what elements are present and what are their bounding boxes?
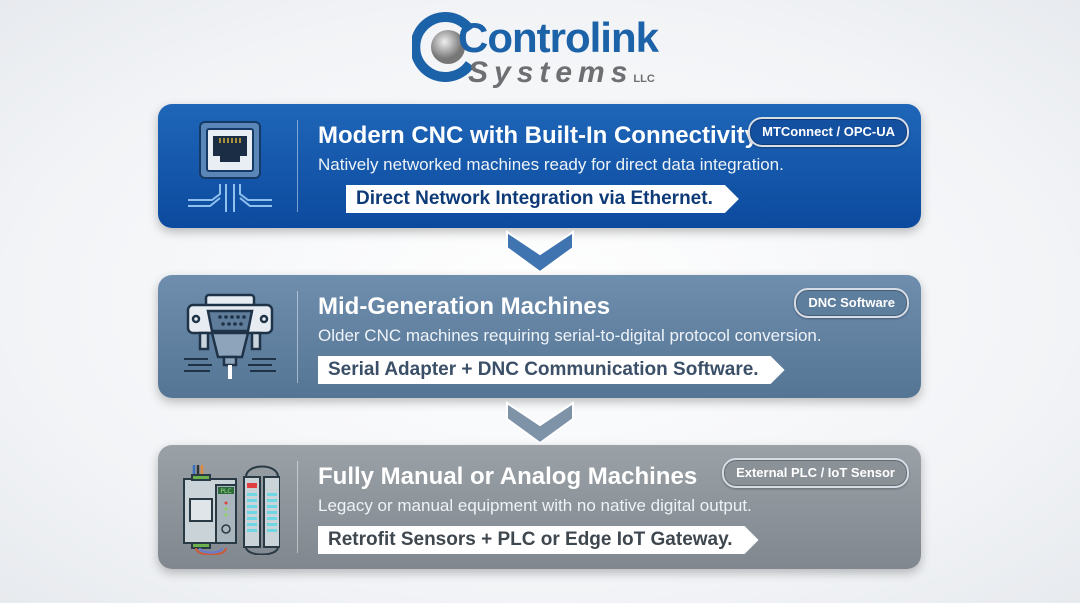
tier-title: Modern CNC with Built-In Connectivity (318, 122, 758, 149)
tier-title: Mid-Generation Machines (318, 293, 611, 320)
tier-card-manual-analog: PLC Fully Manual or Analog Machines Lega… (158, 445, 921, 569)
tier-title: Fully Manual or Analog Machines (318, 463, 698, 490)
logo-globe-icon (412, 12, 475, 82)
chevron-down-icon (506, 401, 574, 445)
serial-connector-icon (184, 293, 276, 379)
controlink-logo: Controlink SystemsLLC (410, 8, 680, 94)
tier-description: Older CNC machines requiring serial-to-d… (318, 326, 822, 345)
divider (297, 291, 298, 383)
logo-name: Controlink (458, 14, 659, 61)
logo-subname: SystemsLLC (468, 56, 655, 89)
divider (297, 461, 298, 553)
plc-module-icon: PLC (183, 465, 280, 555)
protocol-badge: External PLC / IoT Sensor (722, 458, 909, 488)
protocol-badge: DNC Software (794, 288, 909, 318)
ethernet-port-icon (188, 121, 272, 212)
solution-tag: Direct Network Integration via Ethernet. (346, 185, 739, 213)
tier-card-mid-generation: Mid-Generation Machines Older CNC machin… (158, 275, 921, 398)
solution-tag: Retrofit Sensors + PLC or Edge IoT Gatew… (318, 526, 759, 554)
solution-tag: Serial Adapter + DNC Communication Softw… (318, 356, 785, 384)
plc-label: PLC (220, 488, 231, 495)
chevron-down-icon (506, 230, 574, 274)
divider (297, 120, 298, 212)
tier-description: Natively networked machines ready for di… (318, 155, 784, 174)
protocol-badge: MTConnect / OPC-UA (748, 117, 909, 147)
tier-description: Legacy or manual equipment with no nativ… (318, 496, 752, 515)
tier-card-modern-cnc: Modern CNC with Built-In Connectivity Na… (158, 104, 921, 228)
